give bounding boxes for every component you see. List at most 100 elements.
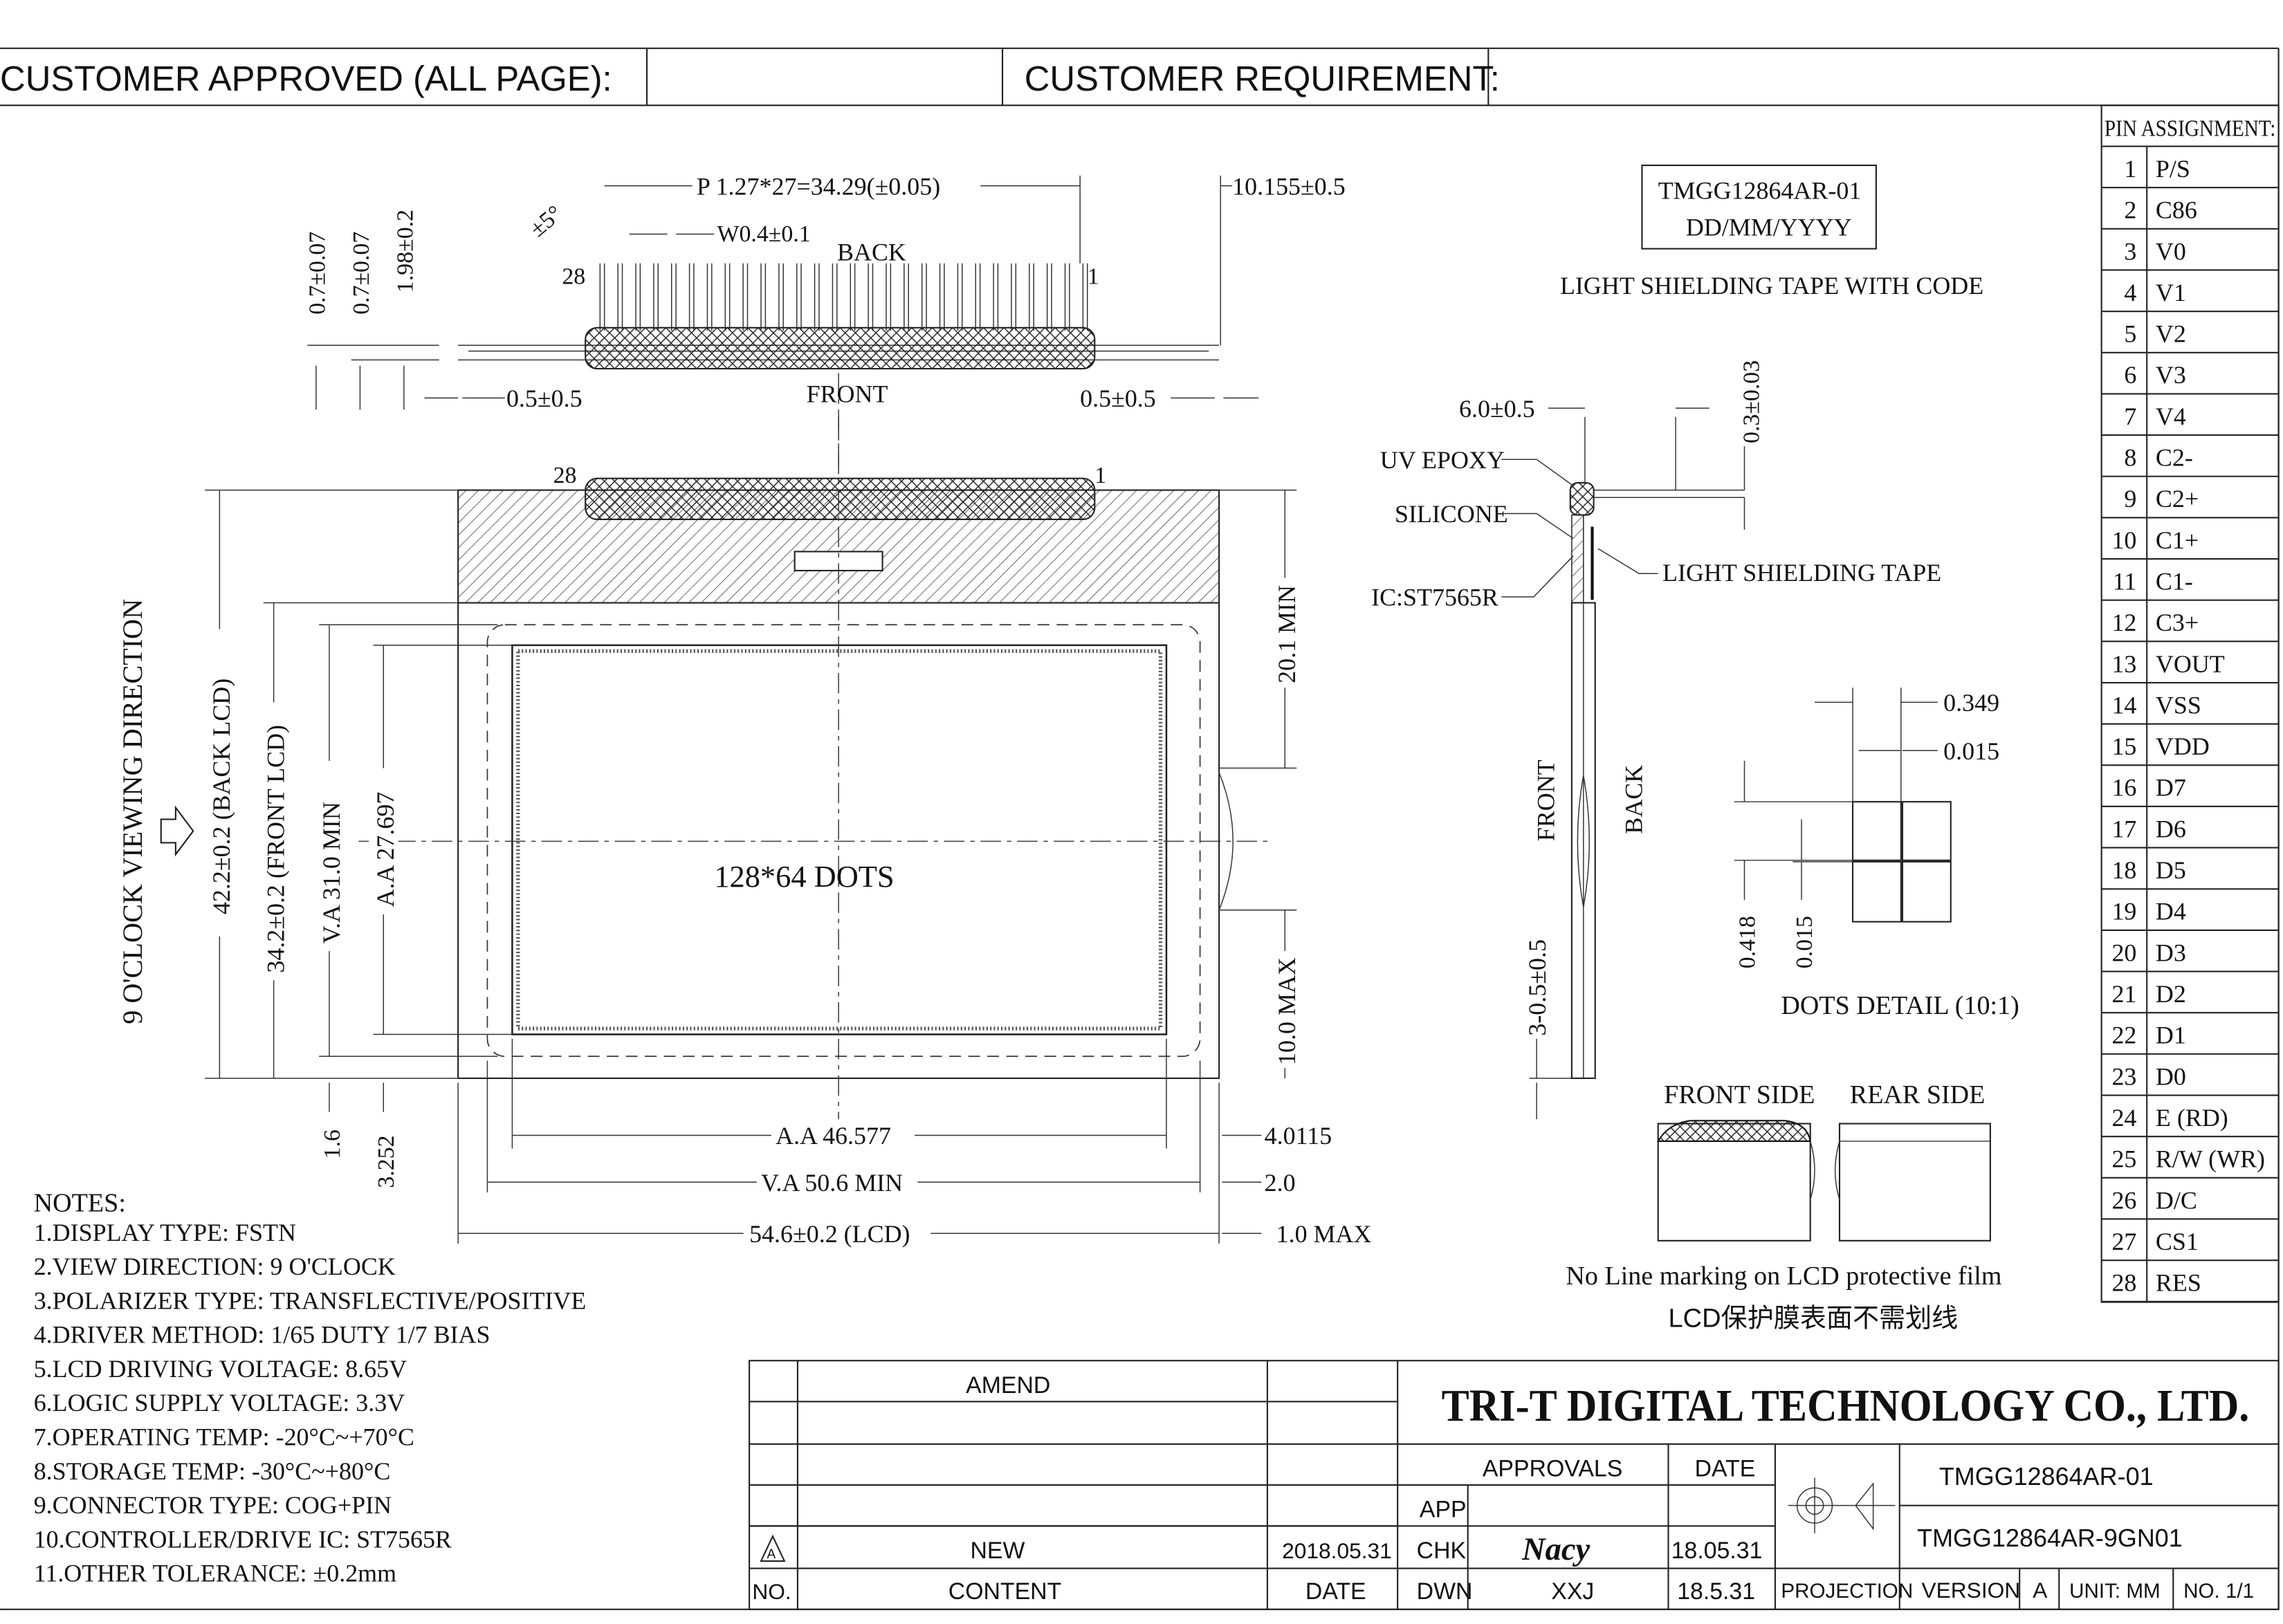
pin-name: C3+ [2156, 609, 2199, 636]
pin-28-label: 28 [562, 264, 585, 289]
dot-height-dim: 0.418 [1734, 916, 1760, 968]
projection-label: PROJECTION [1781, 1580, 1913, 1603]
dwn-name: XXJ [1551, 1578, 1594, 1605]
aa-width-dim: A.A 46.577 [776, 1122, 891, 1150]
pin-name: R/W (WR) [2156, 1145, 2265, 1173]
front-view: 28 1 128*64 DOTS 9 O'CLOCK VIEWING DIREC… [117, 416, 1372, 1248]
pin-number: 9 [2124, 485, 2136, 513]
pin-width-dim: W0.4±0.1 [717, 221, 811, 247]
pin-number: 24 [2111, 1104, 2136, 1132]
content-header: CONTENT [948, 1578, 1062, 1605]
note-item: 11.OTHER TOLERANCE: ±0.2mm [34, 1560, 396, 1587]
notes-title: NOTES: [34, 1188, 126, 1217]
pitch-dim: P 1.27*27=34.29(±0.05) [697, 172, 940, 200]
pin-number: 1 [2124, 155, 2136, 183]
top-view: P 1.27*27=34.29(±0.05) 10.155±0.5 ±5° W0… [305, 172, 1346, 468]
note-item: 2.VIEW DIRECTION: 9 O'CLOCK [34, 1253, 396, 1280]
pin-name: D1 [2156, 1022, 2186, 1049]
pin-number: 2 [2124, 196, 2136, 224]
uv-epoxy-label: UV EPOXY [1380, 446, 1505, 474]
dots-detail: 0.349 0.015 0.418 0.015 DOTS DETAIL (10:… [1734, 688, 2019, 1020]
rear-side-label: REAR SIDE [1850, 1080, 1986, 1109]
note-item: 10.CONTROLLER/DRIVE IC: ST7565R [34, 1525, 452, 1553]
note-item: 8.STORAGE TEMP: -30°C~+80°C [34, 1457, 391, 1485]
dim-right-05: 0.5±0.5 [1080, 385, 1156, 412]
projection-symbol-icon [1788, 1477, 1896, 1533]
pin-number: 25 [2111, 1145, 2136, 1173]
pin-name: RES [2156, 1269, 2201, 1297]
title-block: AMEND TRI-T DIGITAL TECHNOLOGY CO., LTD.… [749, 1360, 2280, 1610]
dim-1-6: 1.6 [320, 1129, 345, 1159]
pin-table-title: PIN ASSIGNMENT: [2105, 116, 2275, 142]
dim-20-1-min: 20.1 MIN [1273, 585, 1301, 683]
pin-number: 3 [2124, 237, 2136, 265]
va-width-dim: V.A 50.6 MIN [761, 1169, 903, 1197]
dwn-label: DWN [1417, 1578, 1473, 1605]
date-header: DATE [1695, 1455, 1756, 1482]
pin-name: V2 [2156, 320, 2186, 348]
back-label: BACK [837, 239, 906, 266]
pin-name: D6 [2156, 815, 2186, 842]
front-pin-1: 1 [1094, 463, 1106, 488]
revision-mark: A [767, 1547, 776, 1562]
dim-1-0-max: 1.0 MAX [1276, 1220, 1372, 1248]
pin-name: C2+ [2156, 485, 2199, 513]
dim-4-0115: 4.0115 [1265, 1122, 1332, 1150]
amend-header: AMEND [966, 1372, 1050, 1399]
pin-number: 4 [2124, 279, 2136, 306]
dwn-date: 18.5.31 [1677, 1578, 1755, 1605]
part-number: TMGG12864AR-01 [1939, 1462, 2154, 1491]
pin-number: 21 [2111, 980, 2136, 1008]
pin-number: 11 [2113, 567, 2137, 595]
pin-name: D5 [2156, 856, 2186, 884]
pin-number: 8 [2124, 444, 2136, 472]
pin-number: 13 [2111, 650, 2136, 678]
pin-number: 23 [2111, 1062, 2136, 1090]
pin-number: 5 [2124, 320, 2136, 348]
connector-front [585, 477, 1096, 520]
pin-name: D0 [2156, 1062, 2186, 1090]
viewing-direction-arrow-icon [160, 805, 194, 857]
side-front-label: FRONT [1532, 759, 1560, 841]
pin-name: D7 [2156, 774, 2186, 802]
version-label: VERSION [1921, 1578, 2020, 1603]
date-col-header: DATE [1305, 1578, 1366, 1605]
dim-left-05: 0.5±0.5 [506, 385, 583, 412]
customer-approved-label: CUSTOMER APPROVED (ALL PAGE): [0, 59, 612, 98]
note-item: 1.DISPLAY TYPE: FSTN [34, 1219, 296, 1246]
pin-name: C86 [2156, 196, 2197, 224]
dim-07b: 0.7±0.07 [349, 232, 374, 315]
pin-number: 20 [2111, 939, 2136, 966]
dim-10-0-max: 10.0 MAX [1273, 957, 1301, 1065]
note-item: 4.DRIVER METHOD: 1/65 DUTY 1/7 BIAS [34, 1321, 490, 1349]
pin-name: VDD [2156, 732, 2210, 760]
pin-name: D3 [2156, 939, 2186, 966]
side-view: TMGG12864AR-01 DD/MM/YYYY LIGHT SHIELDIN… [1371, 164, 1983, 1120]
pin-name: P/S [2156, 155, 2190, 183]
pin-name: V4 [2156, 403, 2186, 430]
dim-3-252: 3.252 [374, 1136, 399, 1188]
dots-resolution: 128*64 DOTS [714, 859, 894, 894]
viewing-area [486, 624, 1201, 1058]
pin-number: 6 [2124, 361, 2136, 389]
chk-label: CHK [1417, 1538, 1467, 1564]
approvals-header: APPROVALS [1483, 1455, 1622, 1482]
pin-name: D2 [2156, 980, 2186, 1008]
angle-dim: ±5° [525, 201, 567, 242]
light-shielding-tape-label: LIGHT SHIELDING TAPE [1662, 559, 1941, 587]
pin-name: D4 [2156, 898, 2186, 925]
no-header: NO. [752, 1579, 791, 1604]
pin-name: V3 [2156, 361, 2186, 389]
lcd-width-dim: 54.6±0.2 (LCD) [749, 1220, 910, 1248]
pin-number: 19 [2111, 898, 2136, 925]
pin-name: C2- [2156, 444, 2193, 472]
dot-width-dim: 0.349 [1943, 689, 1999, 717]
tape-code-line2: DD/MM/YYYY [1686, 214, 1852, 241]
chk-date: 18.05.31 [1671, 1538, 1763, 1564]
tape-code-box [1641, 164, 1877, 250]
pin-number: 7 [2124, 403, 2136, 430]
offset-right-dim: 10.155±0.5 [1232, 172, 1346, 200]
dots-detail-caption: DOTS DETAIL (10:1) [1781, 991, 2019, 1020]
front-side-label: FRONT SIDE [1664, 1080, 1815, 1109]
